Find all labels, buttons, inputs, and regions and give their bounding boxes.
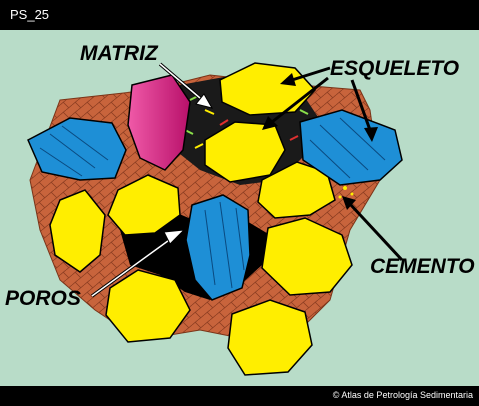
label-matriz: MATRIZ [80, 42, 159, 65]
label-cemento: CEMENTO [370, 255, 475, 278]
title-bar: PS_25 [0, 0, 479, 30]
label-poros: POROS [5, 287, 81, 310]
footer-bar: © Atlas de Petrología Sedimentaria [0, 386, 479, 406]
petrology-diagram: MATRIZ ESQUELETO CEMENTO POROS [0, 30, 479, 386]
slide-title: PS_25 [10, 7, 49, 22]
footer-credit: © Atlas de Petrología Sedimentaria [333, 390, 473, 400]
label-esqueleto: ESQUELETO [330, 57, 459, 80]
